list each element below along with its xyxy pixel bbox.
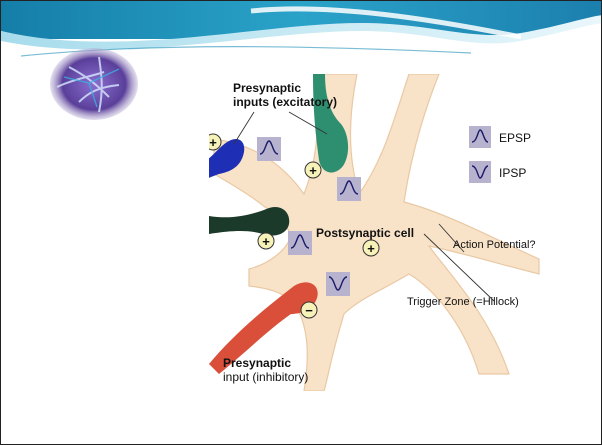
plus-sign: + (209, 135, 217, 150)
epsp-box-2 (337, 177, 361, 201)
minus-marker: − (301, 302, 317, 318)
presynaptic-inhibitory-label-line2: input (inhibitory) (223, 370, 308, 384)
legend-ipsp-label: IPSP (499, 166, 526, 180)
trigger-zone-label: Trigger Zone (=Hillock) (407, 296, 519, 308)
plus-marker-2: + (305, 162, 321, 178)
presynaptic-excitatory-label-line1: Presynaptic (233, 81, 301, 95)
presynaptic-excitatory-label-line2: inputs (excitatory) (233, 95, 337, 109)
action-potential-label: Action Potential? (453, 239, 536, 251)
plus-marker-4: + (363, 240, 379, 256)
plus-marker-3: + (258, 233, 274, 249)
epsp-box-3 (288, 231, 312, 255)
legend-epsp-label: EPSP (499, 131, 531, 145)
minus-sign: − (305, 303, 313, 318)
postsynaptic-cell-label: Postsynaptic cell (316, 226, 414, 240)
plus-marker-1: + (209, 134, 221, 150)
neuron-thumbnail-image (49, 47, 139, 121)
epsp-box-1 (257, 137, 281, 161)
ipsp-box (326, 272, 350, 296)
plus-sign: + (367, 241, 375, 256)
presynaptic-inhibitory-label-line1: Presynaptic (223, 356, 291, 370)
plus-sign: + (309, 163, 317, 178)
plus-sign: + (262, 234, 270, 249)
neuron-synapse-diagram: + + + + − Presynaptic inputs (excitatory… (209, 74, 562, 391)
